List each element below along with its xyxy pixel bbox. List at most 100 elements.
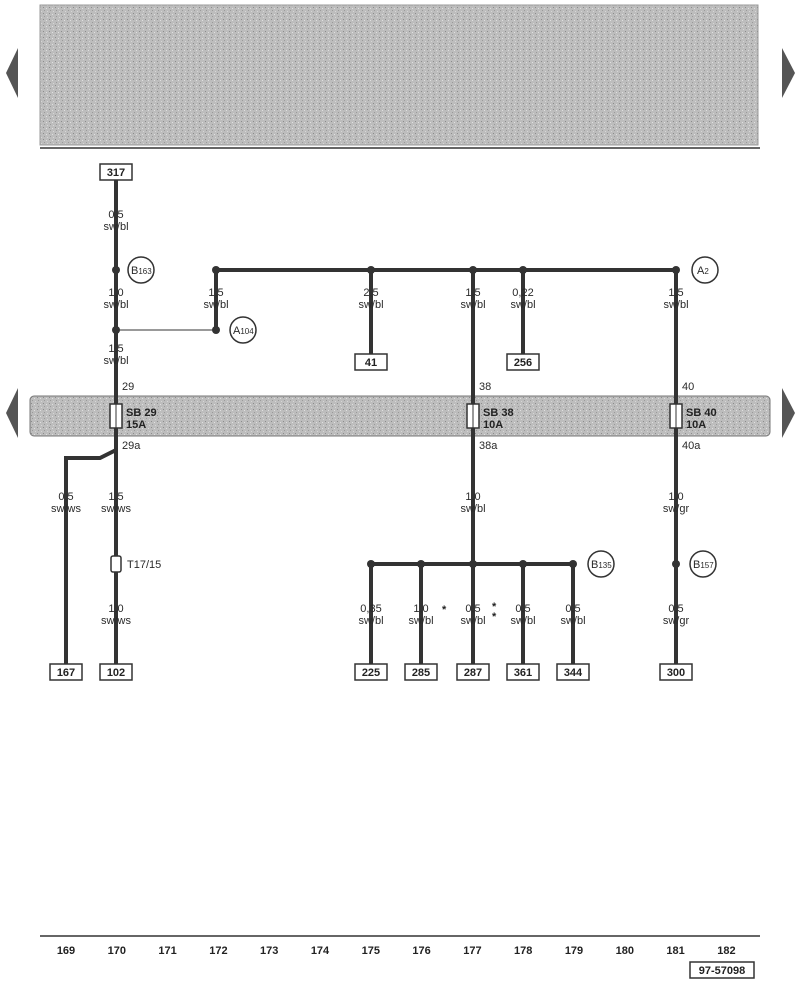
scale-number: 173	[260, 945, 278, 957]
svg-text:0,5: 0,5	[515, 603, 530, 615]
wire-label-170b: 1,5 sw/bl	[103, 343, 128, 367]
scale-number: 171	[158, 945, 176, 957]
svg-text:sw/bl: sw/bl	[358, 615, 383, 627]
svg-text:sw/bl: sw/bl	[203, 299, 228, 311]
svg-text:sw/bl: sw/bl	[460, 503, 485, 515]
ref-box-361[interactable]: 361	[506, 663, 540, 681]
scale-number: 174	[311, 945, 330, 957]
prev-page-arrow-top[interactable]	[6, 48, 18, 98]
svg-text:sw/bl: sw/bl	[103, 355, 128, 367]
fuse-sb38[interactable]	[466, 403, 480, 429]
svg-text:sw/gr: sw/gr	[663, 503, 690, 515]
svg-text:1,5: 1,5	[668, 287, 683, 299]
next-page-arrow-mid[interactable]	[782, 388, 795, 438]
wire-label-181c: 0,5 sw/gr	[663, 603, 690, 627]
connector-a2[interactable]: A2	[691, 256, 719, 284]
svg-text:sw/bl: sw/bl	[560, 615, 585, 627]
svg-text:SB 38: SB 38	[483, 407, 514, 419]
fuse-label-sb38: 38 SB 38 10A 38a	[479, 381, 514, 452]
svg-text:1,0: 1,0	[668, 491, 683, 503]
terminal-label: T17/15	[127, 559, 161, 571]
svg-text:B163: B163	[131, 265, 152, 277]
svg-text:10A: 10A	[483, 419, 503, 431]
svg-text:38a: 38a	[479, 440, 498, 452]
ref-box-317[interactable]: 317	[99, 163, 133, 181]
svg-text:15A: 15A	[126, 419, 146, 431]
svg-text:29: 29	[122, 381, 134, 393]
svg-text:sw/ws: sw/ws	[101, 615, 131, 627]
ref-box-344[interactable]: 344	[556, 663, 590, 681]
ref-box-287[interactable]: 287	[456, 663, 490, 681]
svg-text:sw/ws: sw/ws	[101, 503, 131, 515]
wire-label-178: 0,22 sw/bl	[510, 287, 535, 311]
junctions	[112, 266, 680, 568]
svg-text:40: 40	[682, 381, 694, 393]
wire-label-181: 1,5 sw/bl	[663, 287, 688, 311]
scale-number: 182	[717, 945, 735, 957]
scale-number: 176	[412, 945, 430, 957]
svg-text:285: 285	[412, 667, 430, 679]
svg-text:SB 40: SB 40	[686, 407, 717, 419]
wire-label-177b: 1,0 sw/bl	[460, 491, 485, 515]
svg-text:sw/bl: sw/bl	[358, 299, 383, 311]
svg-text:1,5: 1,5	[108, 491, 123, 503]
svg-text:0,5: 0,5	[58, 491, 73, 503]
next-page-arrow-top[interactable]	[782, 48, 795, 98]
doc-id-box: 97-57098	[689, 961, 755, 979]
scale-number: 178	[514, 945, 532, 957]
svg-text:sw/bl: sw/bl	[510, 299, 535, 311]
svg-text:41: 41	[365, 357, 377, 369]
wire-label-317: 0,5 sw/bl	[103, 209, 128, 233]
svg-text:1,0: 1,0	[108, 603, 123, 615]
prev-page-arrow-mid[interactable]	[6, 388, 18, 438]
wire-label-177: 1,5 sw/bl	[460, 287, 485, 311]
wire-label-170d: 1,0 sw/ws	[101, 603, 131, 627]
ref-box-300[interactable]: 300	[659, 663, 693, 681]
svg-text:sw/bl: sw/bl	[460, 299, 485, 311]
star-note-1: *	[442, 604, 447, 616]
svg-text:0,5: 0,5	[465, 603, 480, 615]
connector-b157[interactable]: B157	[689, 550, 717, 578]
wire-label-175: 2,5 sw/bl	[358, 287, 383, 311]
svg-text:A104: A104	[233, 325, 254, 337]
svg-text:1,0: 1,0	[108, 287, 123, 299]
scale-number: 179	[565, 945, 583, 957]
connector-b163[interactable]: B163	[127, 256, 155, 284]
fuse-label-sb29: 29 SB 29 15A 29a	[122, 381, 157, 452]
wire-label-175b: 0,35 sw/bl	[358, 603, 383, 627]
svg-text:B135: B135	[591, 559, 612, 571]
ref-box-102[interactable]: 102	[99, 663, 133, 681]
wire-label-172: 1,5 sw/bl	[203, 287, 228, 311]
svg-text:0,5: 0,5	[565, 603, 580, 615]
fuse-sb40[interactable]	[669, 403, 683, 429]
svg-text:1,5: 1,5	[108, 343, 123, 355]
ref-box-285[interactable]: 285	[404, 663, 438, 681]
svg-text:287: 287	[464, 667, 482, 679]
header-band	[39, 4, 759, 146]
svg-text:29a: 29a	[122, 440, 141, 452]
scale-number: 169	[57, 945, 75, 957]
svg-text:sw/ws: sw/ws	[51, 503, 81, 515]
svg-text:1,5: 1,5	[208, 287, 223, 299]
ref-box-167[interactable]: 167	[49, 663, 83, 681]
fuse-sb29[interactable]	[109, 403, 123, 429]
svg-text:2,5: 2,5	[363, 287, 378, 299]
svg-text:97-57098: 97-57098	[699, 965, 746, 977]
svg-text:225: 225	[362, 667, 380, 679]
terminal-t17-15[interactable]	[110, 555, 122, 573]
svg-text:0,5: 0,5	[108, 209, 123, 221]
ref-box-41[interactable]: 41	[354, 353, 388, 371]
svg-text:0,5: 0,5	[668, 603, 683, 615]
wire-label-170c: 1,5 sw/ws	[101, 491, 131, 515]
scale-number: 170	[108, 945, 126, 957]
ref-box-225[interactable]: 225	[354, 663, 388, 681]
wire-label-176b: 1,0 sw/bl	[408, 603, 433, 627]
connector-a104[interactable]: A104	[229, 316, 257, 344]
svg-text:sw/bl: sw/bl	[408, 615, 433, 627]
svg-text:1,0: 1,0	[465, 491, 480, 503]
connector-b135[interactable]: B135	[587, 550, 615, 578]
scale-number: 172	[209, 945, 227, 957]
ref-box-256[interactable]: 256	[506, 353, 540, 371]
svg-text:102: 102	[107, 667, 125, 679]
svg-text:1,5: 1,5	[465, 287, 480, 299]
